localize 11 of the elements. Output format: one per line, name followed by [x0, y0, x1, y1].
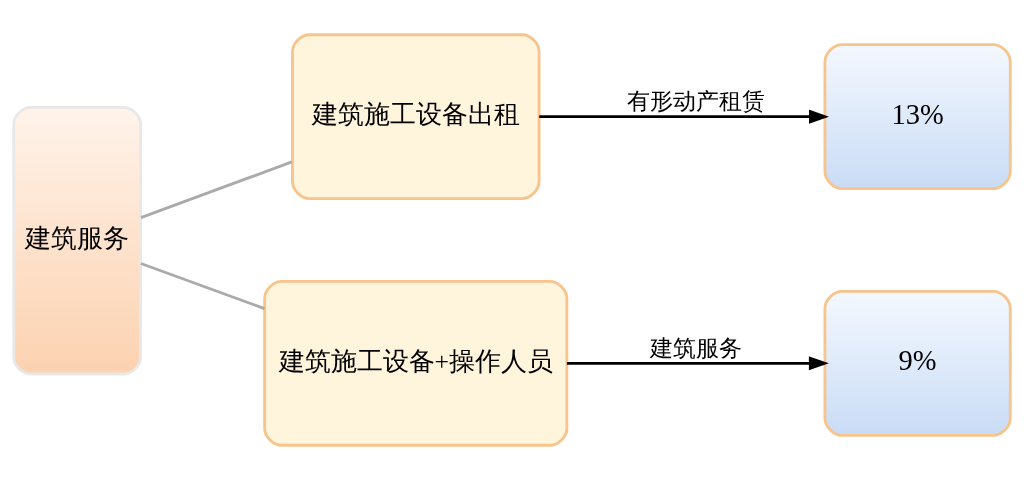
arrow — [566, 355, 829, 370]
node-box: 13% — [823, 42, 1012, 190]
node-box: 建筑施工设备出租 — [291, 32, 541, 200]
arrow — [539, 109, 830, 124]
node-box: 建筑服务 — [12, 105, 143, 375]
connector — [140, 160, 293, 219]
edge-label: 有形动产租赁 — [626, 87, 765, 114]
node-box: 9% — [823, 289, 1012, 437]
connector — [140, 261, 265, 310]
edge-label: 建筑服务 — [649, 334, 742, 361]
node-box: 建筑施工设备+操作人员 — [263, 279, 569, 447]
